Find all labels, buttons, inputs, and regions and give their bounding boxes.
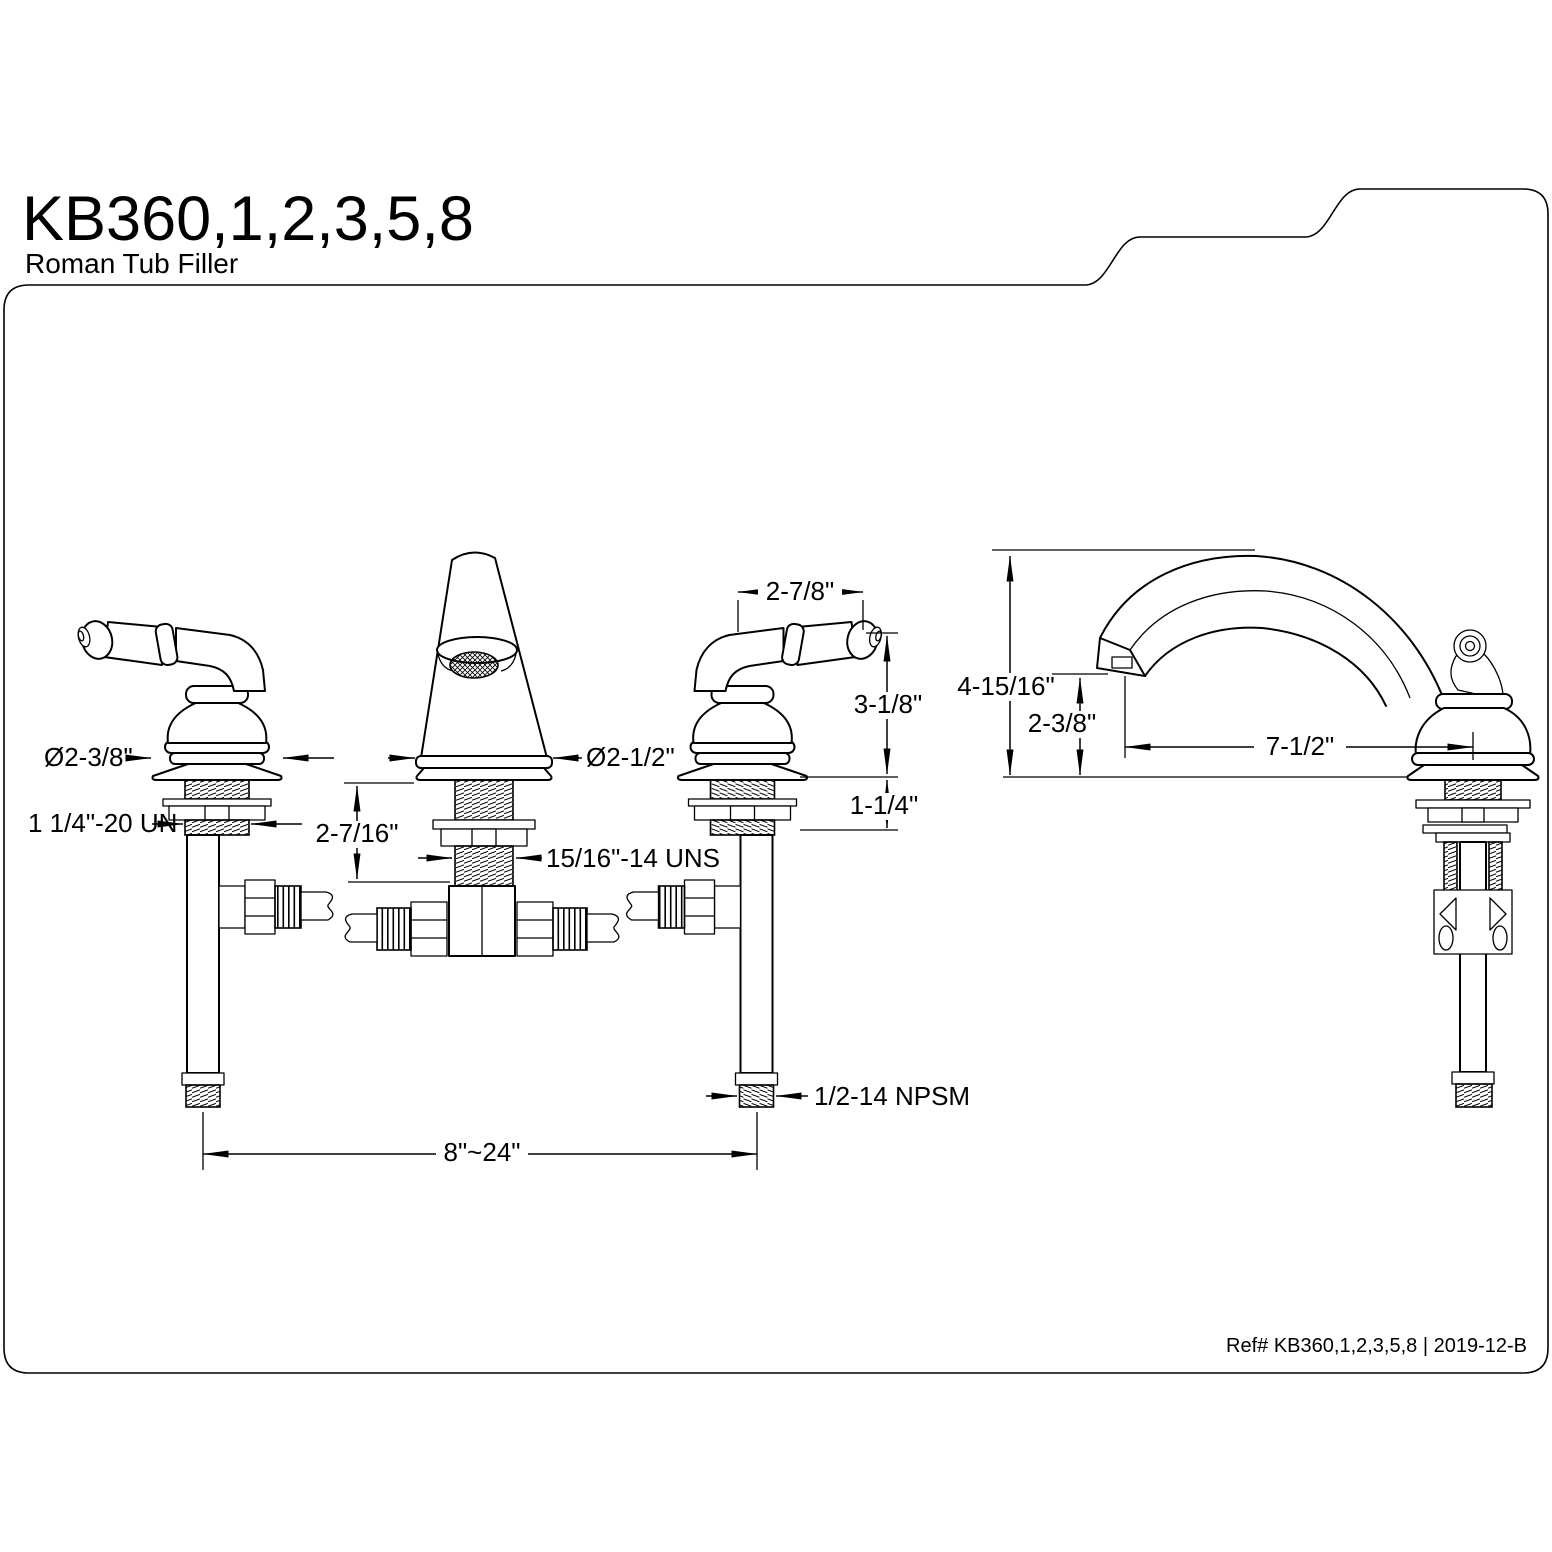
- mounting-washer: [162, 798, 272, 807]
- handle-neck-ring: [185, 685, 249, 704]
- tee-coupling-right: [552, 907, 588, 951]
- dim-spout-reach: 7-1/2": [1266, 731, 1335, 761]
- spout-curve-middle: [1129, 590, 1411, 699]
- page-subtitle: Roman Tub Filler: [25, 248, 238, 279]
- block-port-left: [1438, 925, 1454, 951]
- side-stud-left: [1443, 841, 1458, 893]
- side-port-elbow: [218, 885, 246, 929]
- spout-curve-inner: [1144, 626, 1387, 707]
- page-title: KB360,1,2,3,5,8: [22, 184, 474, 254]
- valve-body-tube: [186, 834, 220, 1074]
- side-stud-right: [1488, 841, 1503, 893]
- side-handle-cap-tip: [1464, 640, 1476, 652]
- spout-aerator: [449, 651, 499, 679]
- side-washer: [1415, 799, 1531, 809]
- side-inlet-thread: [1455, 1083, 1493, 1108]
- side-neck-ring: [1435, 693, 1513, 710]
- tee-nut-right: [516, 901, 554, 957]
- side-washer-2: [1422, 824, 1508, 834]
- spout-front-view: [415, 551, 553, 781]
- dim-handle-trim-diameter: Ø2-3/8": [44, 742, 133, 772]
- handle-bell-body: [166, 701, 268, 744]
- dim-handle-shank-thread: 1 1/4"-20 UN: [28, 808, 177, 838]
- handle-lever-elbow: [175, 627, 266, 692]
- handle-assembly-left: [77, 620, 334, 1108]
- dim-spout-shank-height: 2-7/16": [316, 818, 399, 848]
- handle-lever-collar: [154, 622, 179, 666]
- dim-spout-height: 4-15/16": [957, 671, 1054, 701]
- block-chevron-right: [1489, 897, 1507, 931]
- handle-lever-cap-tip: [77, 630, 85, 642]
- side-view: [1003, 554, 1540, 1108]
- tee-nut-left: [410, 901, 448, 957]
- dim-handle-height: 3-1/8": [854, 689, 923, 719]
- shank-thread-upper: [184, 779, 250, 800]
- front-view: [77, 551, 885, 1108]
- spout-base-bead: [415, 755, 553, 769]
- dim-spread: 8"~24": [443, 1137, 520, 1167]
- tee-hose-break-left: [344, 913, 378, 943]
- dim-supply-thread: 1/2-14 NPSM: [814, 1081, 970, 1111]
- block-port-right: [1492, 925, 1508, 951]
- dim-spout-trim-diameter: Ø2-1/2": [586, 742, 675, 772]
- compression-nut: [244, 879, 276, 935]
- supply-hose-break: [300, 891, 334, 921]
- handle-escutcheon: [151, 763, 283, 781]
- sheet-border: [3, 188, 1549, 1374]
- bell-bead-inner: [169, 752, 265, 765]
- reference-note: Ref# KB360,1,2,3,5,8 | 2019-12-B: [1226, 1335, 1527, 1357]
- shank-thread-lower: [184, 819, 250, 836]
- inlet-thread: [185, 1084, 221, 1108]
- spout-shank-thread-upper: [454, 779, 514, 821]
- dim-spout-shank-thread: 15/16"-14 UNS: [546, 843, 720, 873]
- tee-nut-left-facets: [411, 919, 447, 939]
- side-escutcheon: [1406, 764, 1540, 781]
- tee-coupling-left: [376, 907, 412, 951]
- spout-washer: [432, 819, 536, 830]
- title-block: KB360,1,2,3,5,8 Roman Tub Filler: [22, 184, 474, 279]
- side-valve-tube: [1459, 841, 1487, 1073]
- dim-deck-thickness: 1-1/4": [850, 790, 919, 820]
- locknut-tab: [204, 805, 230, 821]
- dim-handle-length: 2-7/8": [766, 576, 835, 606]
- side-locknut-tab: [1461, 807, 1485, 823]
- spout-curve-outer: [1099, 554, 1445, 701]
- center-valve-assembly: [344, 779, 620, 957]
- block-chevron-left: [1439, 897, 1457, 931]
- hose-barb-coupling: [274, 885, 302, 929]
- tee-hose-break-right: [586, 913, 620, 943]
- compression-nut-facets: [245, 897, 275, 917]
- spout-shank-thread-lower: [454, 845, 514, 887]
- dim-spout-outlet-height: 2-3/8": [1028, 708, 1097, 738]
- side-nut-2: [1435, 832, 1511, 843]
- spout-escutcheon: [415, 767, 553, 781]
- dimension-annotations: Ø2-3/8" 1 1/4"-20 UN 2-7/16" Ø2-1/2" 15/…: [28, 549, 1474, 1170]
- side-inlet-hex: [1451, 1071, 1495, 1085]
- side-shank-thread: [1444, 779, 1502, 801]
- spout-nozzle-outlet: [1111, 656, 1133, 669]
- spout-locknut-tab: [471, 828, 497, 847]
- tee-nut-right-facets: [517, 919, 553, 939]
- inlet-hex: [181, 1072, 225, 1086]
